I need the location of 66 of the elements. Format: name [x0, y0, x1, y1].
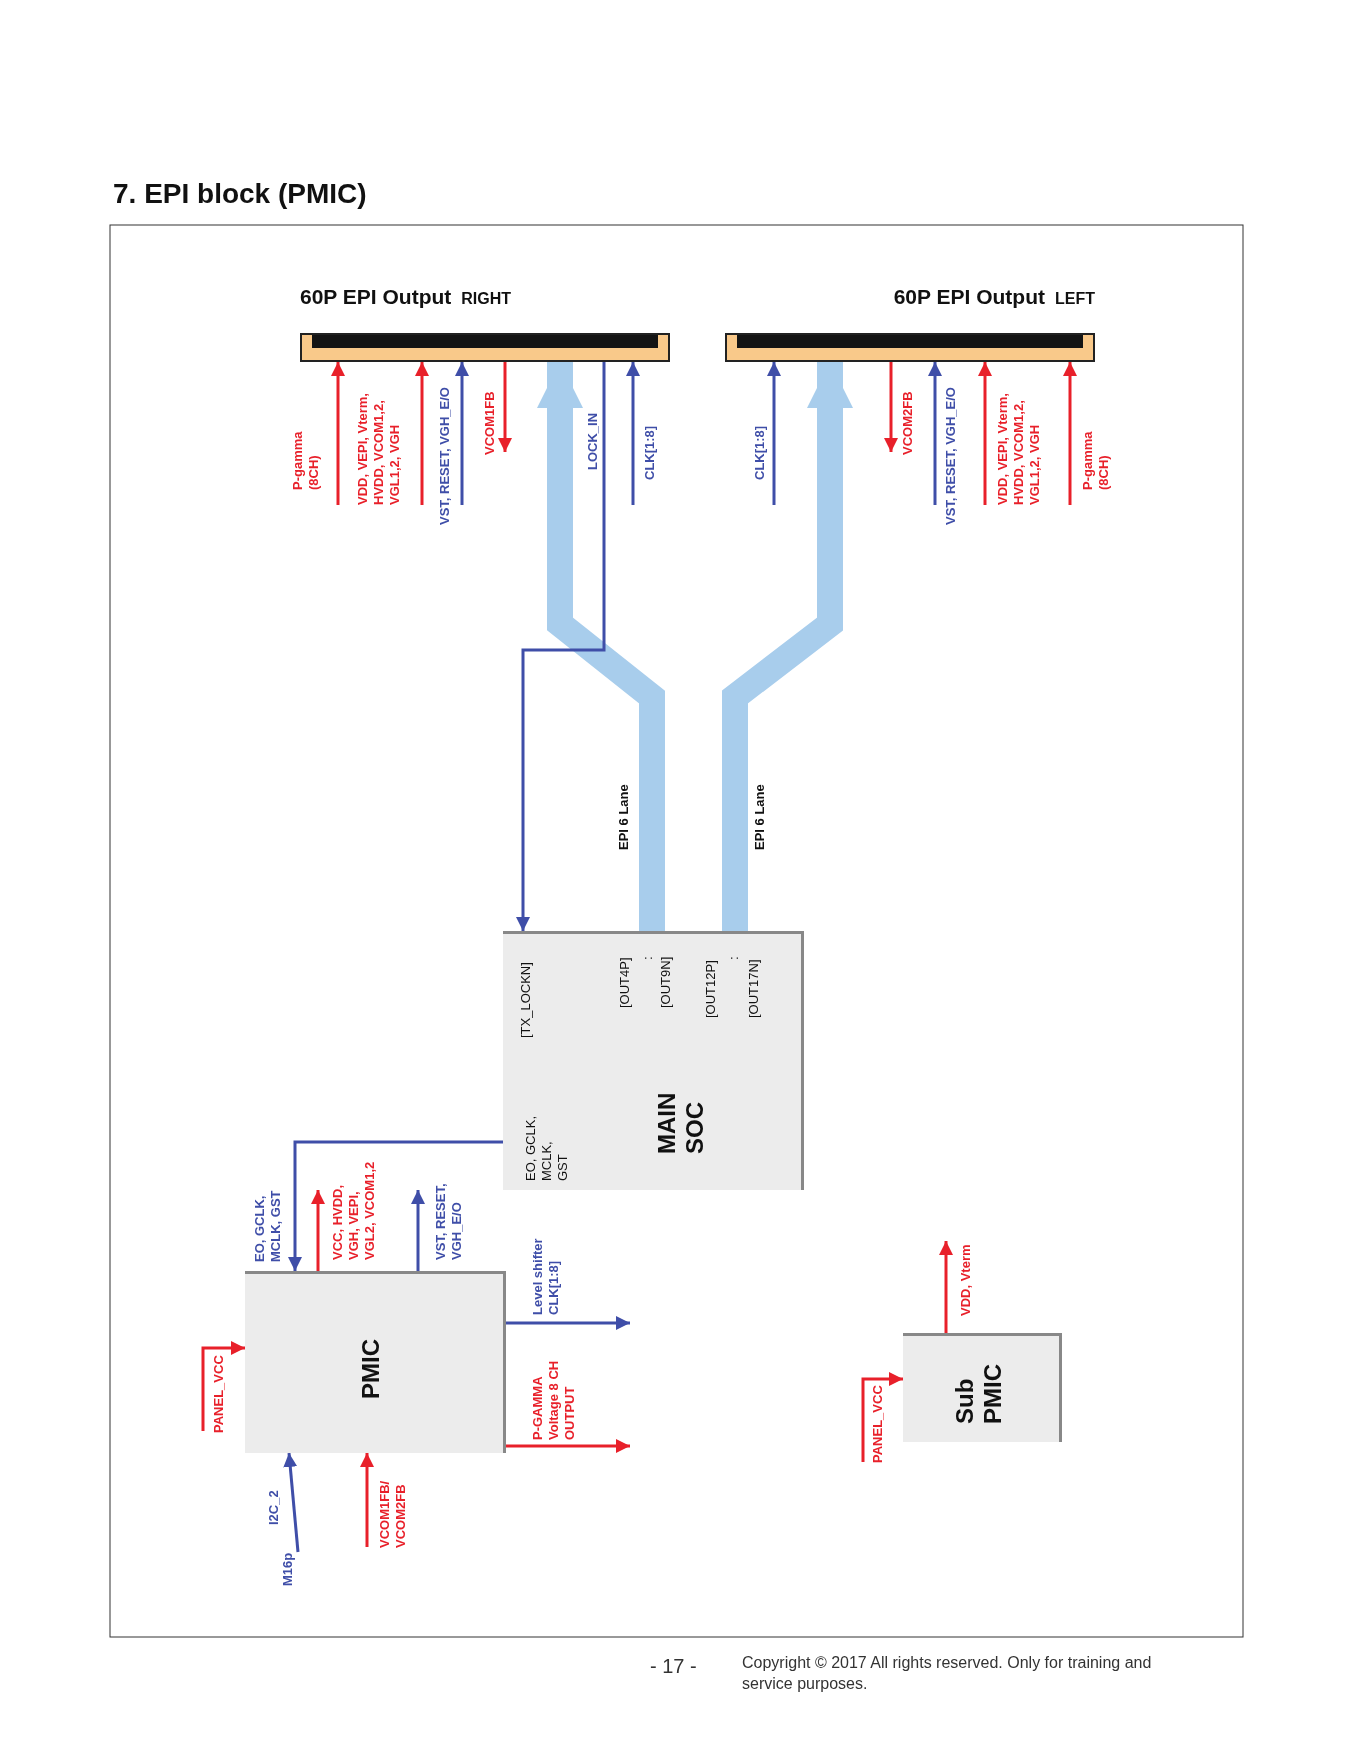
- pin-label: :: [726, 955, 742, 960]
- arrow: [331, 362, 345, 505]
- arrow: [516, 362, 606, 931]
- connector-subtitle: RIGHT: [461, 290, 512, 307]
- section-title: 7. EPI block (PMIC): [113, 178, 367, 210]
- chip-block: [903, 1333, 1062, 1442]
- signal-label: VST, RESET, VGH_E/O: [437, 386, 453, 525]
- signal-label: EPI 6 Lane: [616, 783, 632, 850]
- arrow: [1063, 362, 1077, 505]
- signal-label: VCOM2FB: [900, 390, 916, 455]
- signal-label: CLK[1:8]: [752, 424, 768, 480]
- signal-label: EPI 6 Lane: [752, 783, 768, 850]
- arrow: [411, 1190, 425, 1271]
- arrow: [360, 1453, 374, 1547]
- arrow: [311, 1190, 325, 1271]
- arrow: [283, 1452, 300, 1553]
- signal-label: VCOM1FB: [482, 390, 498, 455]
- arrow: [506, 1316, 630, 1330]
- signal-label: P-GAMMA Voltage 8 CH OUTPUT: [530, 1359, 578, 1440]
- arrow: [201, 1341, 245, 1431]
- signal-label: LOCK_IN: [585, 411, 601, 470]
- signal-label: P-gamma (8CH): [290, 430, 322, 490]
- arrow: [498, 362, 512, 452]
- pin-label: [OUT17N]: [746, 958, 762, 1018]
- pin-label: [OUT4P]: [617, 956, 633, 1008]
- signal-label: CLK[1:8]: [642, 424, 658, 480]
- bus-arrow: [722, 362, 853, 931]
- chip-label: MAIN SOC: [653, 1094, 709, 1154]
- signal-label: VST, RESET, VGH_E/O: [943, 386, 959, 525]
- signal-label: EO, GCLK, MCLK, GST: [252, 1190, 284, 1262]
- chip-label: Sub PMIC: [951, 1363, 1007, 1424]
- arrow: [455, 362, 469, 505]
- signal-label: I2C_2: [266, 1489, 282, 1525]
- footer-note: Copyright © 2017 All rights reserved. Only for training and service purposes.: [742, 1653, 1153, 1694]
- arrow: [978, 362, 992, 505]
- connector-subtitle: LEFT: [1055, 290, 1095, 307]
- pin-label: :: [640, 955, 656, 960]
- arrow: [928, 362, 942, 505]
- arrow: [939, 1241, 953, 1333]
- arrow: [861, 1372, 903, 1462]
- connector-title: 60P EPI Output: [893, 285, 1045, 308]
- arrow: [415, 362, 429, 505]
- pin-label: EO, GCLK, MCLK, GST: [523, 1114, 571, 1181]
- arrow: [767, 362, 781, 505]
- signal-label: P-gamma (8CH): [1080, 430, 1112, 490]
- signal-label: VCOM1FB/ VCOM2FB: [377, 1479, 409, 1548]
- signal-label: VDD, VEPI, Vterm, HVDD, VCOM1,2, VGL1,2, VGH: [995, 392, 1043, 505]
- net-label: M16p: [280, 1552, 296, 1586]
- pin-label: [TX_LOCKN]: [518, 961, 534, 1038]
- signal-label: VDD, Vterm: [958, 1243, 974, 1316]
- arrow: [288, 1140, 503, 1271]
- signal-label: Level shifter CLK[1:8]: [530, 1237, 562, 1315]
- chip-block: [245, 1271, 506, 1453]
- signal-label: VDD, VEPI, Vterm, HVDD, VCOM1,2, VGL1,2, VGH: [355, 392, 403, 505]
- arrow: [884, 362, 898, 452]
- arrow: [506, 1439, 630, 1453]
- pin-label: [OUT9N]: [658, 955, 674, 1008]
- bus-arrow: [537, 362, 665, 931]
- signal-label: VST, RESET, VGH_E/O: [433, 1182, 465, 1260]
- connector-title: 60P EPI Output: [300, 285, 452, 308]
- chip-block: [503, 931, 804, 1190]
- page-number: - 17 -: [650, 1655, 697, 1678]
- arrow: [626, 362, 640, 505]
- chip-label: PMIC: [357, 1338, 385, 1399]
- signal-label: VCC, HVDD, VGH, VEPI, VGL2, VCOM1,2: [330, 1160, 378, 1260]
- pin-label: [OUT12P]: [703, 959, 719, 1018]
